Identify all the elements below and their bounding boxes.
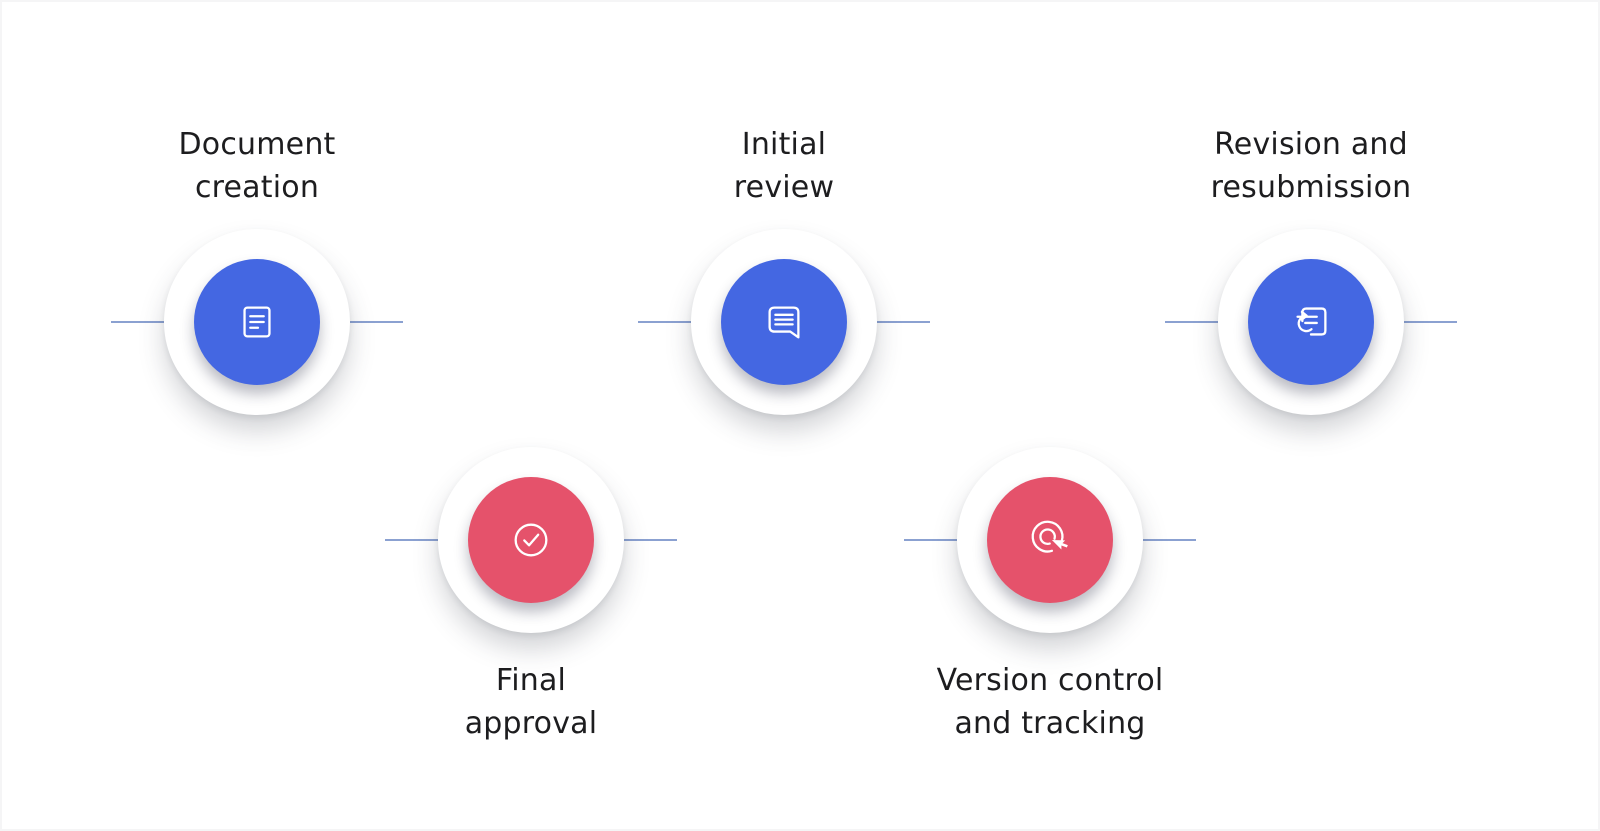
connector-line-left [1165,321,1218,323]
step-label-line-2: resubmission [1210,170,1412,205]
step-circle-fill [194,259,320,385]
step-label-line-2: review [733,170,835,205]
step-label-line-1: Version control [936,663,1164,698]
check-circle-icon [514,523,548,557]
step-label: Version control and tracking [810,659,1290,745]
connector-line-right [1404,321,1457,323]
step-revision-resubmission: Revision and resubmission [1165,127,1457,415]
step-circle-fill [987,477,1113,603]
step-label-line-2: creation [194,170,320,205]
step-document-creation: Document creation [111,127,403,415]
step-circle [1218,229,1404,415]
connector-line-right [877,321,930,323]
step-label-line-2: and tracking [954,706,1146,741]
step-circle [438,447,624,633]
step-label: Revision and resubmission [1071,123,1551,209]
step-label-line-1: Document [178,127,336,162]
step-label: Document creation [17,123,497,209]
step-circle-fill [721,259,847,385]
step-circle-fill [468,477,594,603]
step-label: Initial review [544,123,1024,209]
connector-line-left [904,539,957,541]
document-icon [243,306,271,338]
connector-line-right [350,321,403,323]
step-label-line-1: Final [495,663,567,698]
step-circle-fill [1248,259,1374,385]
connector-line-left [638,321,691,323]
step-final-approval: Final approval [385,447,677,741]
step-label: Final approval [291,659,771,745]
step-label-line-1: Revision and [1214,127,1408,162]
revision-icon [1296,307,1327,336]
step-circle [957,447,1143,633]
step-circle [691,229,877,415]
connector-line-right [624,539,677,541]
connector-line-left [385,539,438,541]
connector-line-right [1143,539,1196,541]
click-icon [1031,520,1068,553]
connector-line-left [111,321,164,323]
step-initial-review: Initial review [638,127,930,415]
step-label-line-2: approval [464,706,598,741]
chat-icon [768,306,800,339]
step-circle [164,229,350,415]
step-label-line-1: Initial [741,127,827,162]
step-version-control: Version control and tracking [904,447,1196,741]
